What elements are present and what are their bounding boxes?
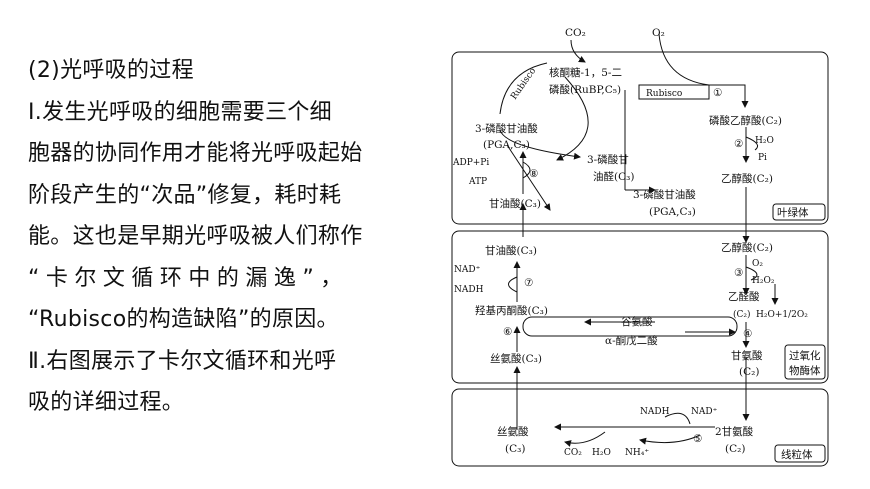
- o2-peroxisome-label: O₂: [752, 259, 763, 269]
- slide-text-block: (2)光呼吸的过程 Ⅰ.发生光呼吸的细胞需要三个细 胞器的协同作用才能将光呼吸起…: [28, 50, 448, 424]
- h2o2-label: H₂O₂: [752, 276, 775, 286]
- step-7: ⑦: [524, 277, 534, 289]
- mitochondrion-label-box: [774, 444, 826, 463]
- step-1: ①: [713, 87, 723, 99]
- nad-plus-label: NAD⁺: [454, 265, 481, 275]
- chloroplast-box: [451, 51, 829, 225]
- rubp-label-line2: 磷酸(RuBP,C₅): [549, 83, 621, 96]
- section-heading: (2)光呼吸的过程: [28, 58, 194, 83]
- chloroplast-label-box: [772, 203, 826, 221]
- glycine-mito-line2: (C₂): [725, 443, 745, 455]
- step-8: ⑧: [529, 168, 539, 180]
- rubisco-right-label: Rubisco: [646, 89, 682, 99]
- peroxisome-label-line2: 物酶体: [789, 364, 821, 377]
- step-5: ⑤: [693, 433, 703, 445]
- step-2: ②: [734, 138, 744, 150]
- text-line: 阶段产生的“次品”修复，耗时耗: [28, 182, 342, 208]
- text-line: 吸的详细过程。: [28, 390, 185, 415]
- arrow-to-phosphoglycolate: [709, 84, 749, 108]
- peroxisome-label-box: [784, 344, 826, 380]
- ketoglutarate-label: α-酮戊二酸: [605, 334, 658, 347]
- o2-h2o2-curve: [745, 266, 758, 281]
- nadh-label: NADH: [454, 285, 484, 295]
- arc-rubp-to-g3p: [556, 76, 589, 161]
- c2-label: (C₂): [733, 309, 751, 320]
- arc-rubisco-left: [499, 62, 548, 115]
- text-line: Ⅰ.发生光呼吸的细胞需要三个细: [28, 99, 332, 125]
- glycerate-chloroplast-label: 甘油酸(C₃): [489, 197, 541, 210]
- chloroplast-label: 叶绿体: [777, 206, 809, 219]
- o2-label: O₂: [652, 27, 665, 39]
- nh4-curve: [639, 434, 701, 445]
- arc-pga-to-g3p: [499, 129, 581, 160]
- phosphoglycolate-label: 磷酸乙醇酸(C₂): [709, 114, 782, 127]
- text-line: 能。这也是早期光呼吸被人们称作: [28, 224, 363, 249]
- h2o-mito-label: H₂O: [592, 448, 611, 458]
- peroxisome-box: [451, 230, 829, 384]
- glycolate-peroxisome-label: 乙醇酸(C₂): [721, 241, 773, 254]
- g3p-label-line1: 3-磷酸甘: [587, 153, 629, 166]
- text-line: 胞器的协同作用才能将光呼吸起始: [28, 141, 363, 166]
- h2o-label: H₂O: [755, 136, 774, 146]
- glycine-peroxisome-line2: (C₂): [739, 366, 759, 378]
- atp-cycle: [522, 161, 531, 179]
- co2-mito-label: CO₂: [564, 448, 582, 458]
- nadh-curve: [664, 412, 691, 425]
- text-line: Ⅱ.右图展示了卡尔文循环和光呼: [28, 348, 337, 374]
- step-3: ③: [734, 267, 744, 279]
- glycine-peroxisome-line1: 甘氨酸: [731, 349, 763, 362]
- step-6: ⑥: [503, 326, 513, 338]
- mitochondrion-box: [451, 388, 829, 467]
- glycolate-chloroplast-label: 乙醇酸(C₂): [721, 172, 773, 185]
- rubisco-left-label: Rubisco: [509, 66, 538, 101]
- photorespiration-diagram: CO₂ O₂ 核酮糖-1，5-二 磷酸(RuBP,C₅) Rubisco Rub…: [451, 27, 829, 467]
- pga2-label-line1: 3-磷酸甘油酸: [633, 188, 696, 201]
- mitochondrion-label: 线粒体: [781, 448, 813, 461]
- h2o-o2-label: H₂O+1/2O₂: [756, 310, 808, 320]
- transamination-loop: [522, 316, 738, 337]
- serine-mito-line2: (C₃): [505, 443, 525, 455]
- glycine-mito-line1: 2甘氨酸: [715, 425, 754, 438]
- arrow-co2-to-rubp: [570, 39, 586, 63]
- pga2-label-line2: (PGA,C₃): [649, 206, 696, 218]
- pga-label-line1: 3-磷酸甘油酸: [475, 122, 538, 135]
- pi-label: Pi: [758, 153, 767, 163]
- hydroxypyruvate-label: 羟基丙酮酸(C₃): [475, 304, 548, 317]
- g3p-label-line2: 油醛(C₃): [593, 170, 634, 183]
- peroxisome-label-line1: 过氧化: [789, 349, 821, 362]
- pga-label-line2: (PGA,C₃): [483, 139, 530, 151]
- serine-peroxisome-label: 丝氨酸(C₃): [490, 352, 542, 365]
- glutamate-label: 谷氨酸: [621, 315, 653, 328]
- co2-curve: [564, 431, 606, 447]
- serine-mito-line1: 丝氨酸: [497, 425, 529, 438]
- nh4-label: NH₄⁺: [625, 448, 649, 458]
- nadh-mito-label: NADH: [640, 407, 670, 417]
- text-line: “Rubisco的构造缺陷”的原因。: [28, 307, 339, 332]
- atp-label: ATP: [468, 177, 487, 187]
- nad-plus-mito-label: NAD⁺: [691, 407, 718, 417]
- co2-label: CO₂: [565, 27, 586, 39]
- h2o-pi-curve: [745, 136, 758, 151]
- arrow-pga-to-glycerate: [506, 144, 551, 211]
- text-line: “卡尔文循环中的漏逸”，: [28, 265, 349, 291]
- arrow-o2-to-rubisco: [658, 33, 710, 86]
- glycerate-peroxisome-label: 甘油酸(C₃): [485, 244, 537, 257]
- adp-pi-label: ADP+Pi: [452, 158, 489, 168]
- step-4: ④: [743, 328, 753, 340]
- glyoxylate-label: 乙醛酸: [728, 290, 760, 303]
- rubp-label-line1: 核酮糖-1，5-二: [549, 66, 622, 79]
- nad-curve: [508, 276, 518, 293]
- rubisco-right-box: [638, 84, 710, 100]
